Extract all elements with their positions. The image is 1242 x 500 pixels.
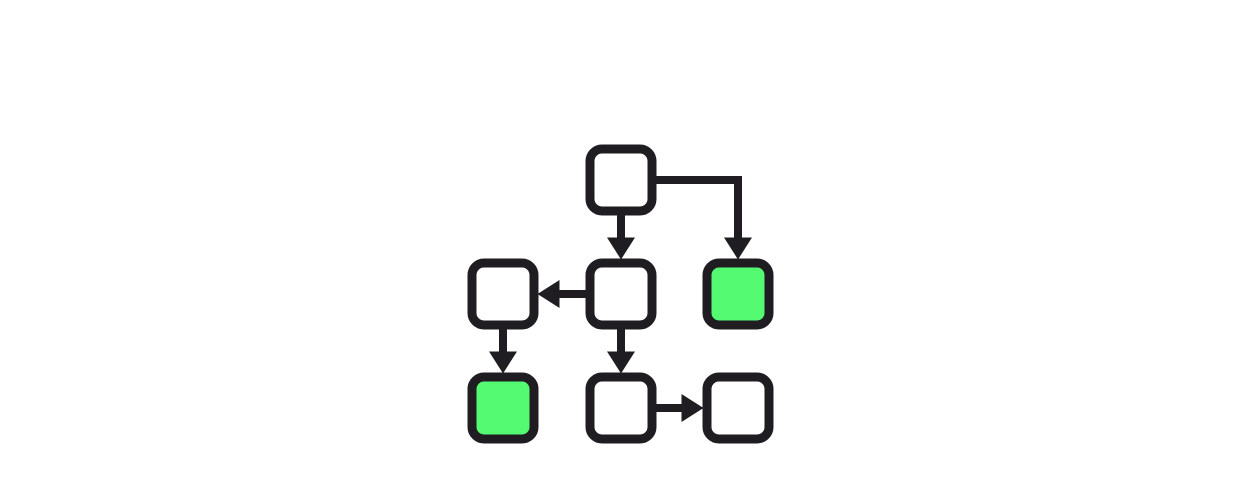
highlighted-node	[467, 372, 539, 444]
edge-arrow	[654, 176, 752, 260]
edge-arrow	[607, 213, 635, 260]
edges-layer	[489, 176, 752, 422]
highlighted-node	[702, 258, 774, 330]
arrowhead	[489, 351, 517, 374]
arrowhead	[724, 237, 752, 260]
node-box	[585, 372, 657, 444]
node-box	[585, 144, 657, 216]
node-box	[585, 258, 657, 330]
arrowhead	[607, 237, 635, 260]
edge-arrow	[607, 327, 635, 374]
arrowhead	[681, 394, 704, 422]
edge-arrow	[489, 327, 517, 374]
arrowhead	[537, 280, 560, 308]
node-box	[467, 258, 539, 330]
nodes-layer	[467, 144, 774, 444]
node-box	[702, 372, 774, 444]
edge-arrow	[654, 394, 704, 422]
arrowhead	[607, 351, 635, 374]
edge-arrow	[537, 280, 588, 308]
edge-line	[654, 176, 742, 240]
